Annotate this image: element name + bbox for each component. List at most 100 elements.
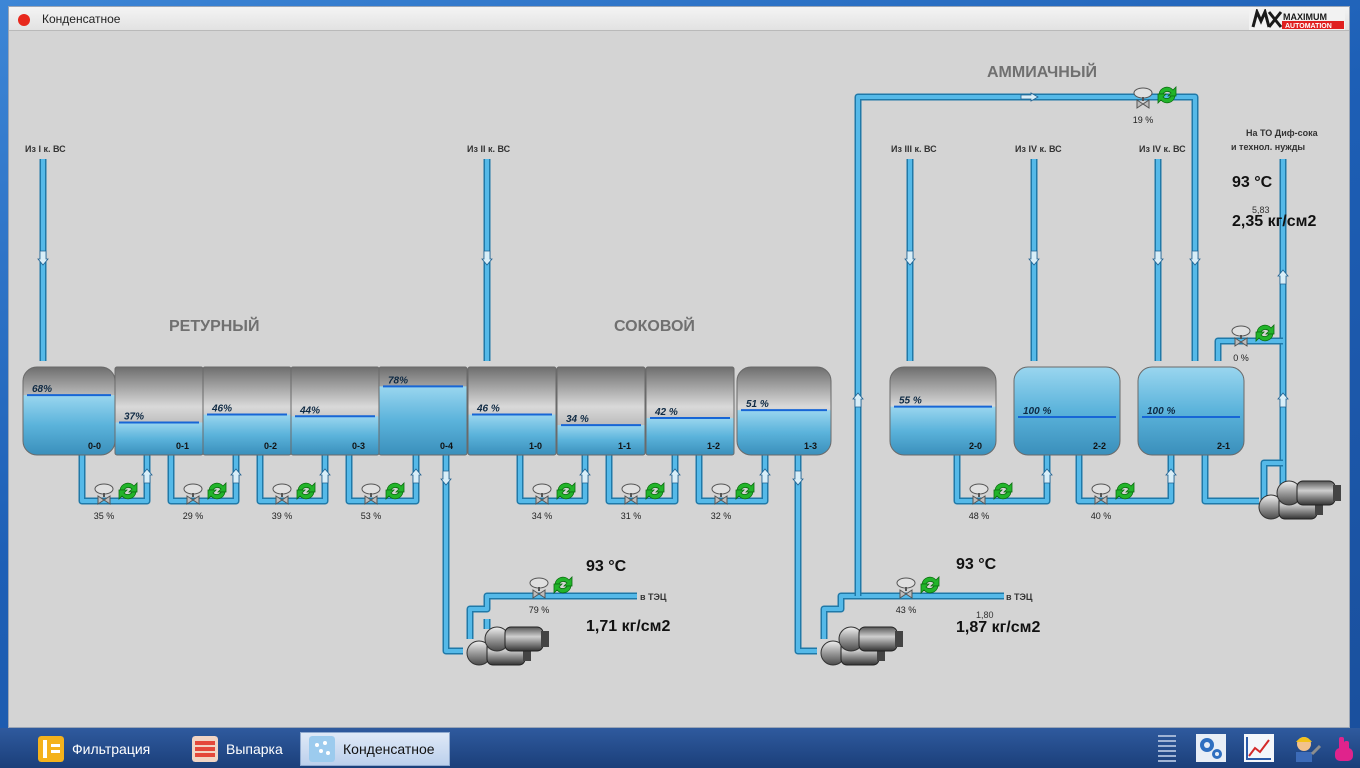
title-bar[interactable]: Конденсатное MAXIMUM AUTOMATION bbox=[9, 7, 1349, 31]
refresh-icon[interactable] bbox=[645, 482, 665, 500]
refresh-arrow-bottom bbox=[118, 489, 137, 500]
taskbar-item-condensate[interactable]: Конденсатное bbox=[300, 732, 450, 766]
inlet-label-2: Из II к. ВС bbox=[467, 144, 511, 154]
section-title-ammiachny: АММИАЧНЫЙ bbox=[987, 62, 1097, 81]
pipe-edge bbox=[1214, 337, 1283, 361]
logo-sub: AUTOMATION bbox=[1285, 23, 1332, 30]
pump-fan-cover bbox=[1315, 499, 1323, 515]
refresh-icon[interactable] bbox=[118, 482, 138, 500]
outlet-label-tec-b: в ТЭЦ bbox=[1006, 592, 1033, 602]
tank-0-3[interactable]: 44%0-3 bbox=[290, 366, 380, 456]
tank-2-2[interactable]: 100 %2-2 bbox=[1013, 366, 1121, 456]
pump-motor bbox=[1296, 480, 1336, 506]
valve-v13[interactable]: 0 % bbox=[1231, 324, 1275, 363]
tank-1-3[interactable]: 51 %1-3 bbox=[736, 366, 832, 456]
pump-motor bbox=[858, 626, 898, 652]
pipe-segment bbox=[468, 594, 637, 639]
refresh-arrow-bottom bbox=[553, 583, 572, 594]
flow-arrow-icon bbox=[792, 470, 804, 486]
engineer-icon[interactable] bbox=[1290, 732, 1322, 764]
actuator-icon bbox=[183, 483, 203, 495]
refresh-arrow-bottom bbox=[556, 489, 575, 500]
tank-0-1[interactable]: 37%0-1 bbox=[114, 366, 204, 456]
valve-v11[interactable]: 43 % bbox=[896, 576, 940, 615]
taskbar-item-label: Фильтрация bbox=[72, 741, 151, 757]
logo-brand: MAXIMUM bbox=[1283, 12, 1327, 22]
pump-a-2[interactable] bbox=[484, 626, 549, 652]
pump-b-2[interactable] bbox=[838, 626, 903, 652]
pipe-edge bbox=[1075, 455, 1175, 505]
pipe-segment bbox=[697, 455, 767, 503]
valve-v9[interactable]: 40 % bbox=[1091, 482, 1135, 521]
refresh-icon[interactable] bbox=[735, 482, 755, 500]
actuator-icon bbox=[361, 483, 381, 495]
pipe-segment bbox=[80, 455, 149, 503]
close-dot-icon[interactable] bbox=[18, 14, 30, 26]
tank-1-1[interactable]: 34 %1-1 bbox=[556, 366, 646, 456]
refresh-icon[interactable] bbox=[207, 482, 227, 500]
pump-c-2[interactable] bbox=[1276, 480, 1341, 506]
flow-arrow-icon bbox=[852, 392, 864, 408]
valve-body-icon bbox=[1136, 99, 1150, 109]
valve-body-icon bbox=[97, 495, 111, 505]
valve-v5[interactable]: 34 % bbox=[532, 482, 576, 521]
pipe-segment bbox=[1077, 455, 1173, 503]
tank-1-0[interactable]: 46 %1-0 bbox=[467, 366, 557, 456]
refresh-icon[interactable] bbox=[1115, 482, 1135, 500]
valve-v2[interactable]: 29 % bbox=[183, 482, 227, 521]
actuator-icon bbox=[532, 483, 552, 495]
flow-arrow-icon bbox=[1277, 269, 1289, 285]
scroll-grip-icon[interactable] bbox=[1158, 734, 1176, 764]
taskbar-item-filtration[interactable]: Фильтрация bbox=[30, 732, 180, 766]
tank-2-1[interactable]: 100 %2-1 bbox=[1137, 366, 1245, 456]
valve-v12[interactable]: 19 % bbox=[1133, 86, 1177, 125]
tank-0-2[interactable]: 46%0-2 bbox=[202, 366, 292, 456]
tank-outline bbox=[1137, 366, 1245, 456]
valve-opening-readout: 35 % bbox=[94, 511, 115, 521]
refresh-icon[interactable] bbox=[993, 482, 1013, 500]
taskbar-item-evaporation[interactable]: Выпарка bbox=[184, 732, 296, 766]
valve-v1[interactable]: 35 % bbox=[94, 482, 138, 521]
refresh-arrow-top bbox=[921, 576, 940, 587]
valve-v4[interactable]: 53 % bbox=[361, 482, 405, 521]
valve-body-icon bbox=[1094, 495, 1108, 505]
valve-v3[interactable]: 39 % bbox=[272, 482, 316, 521]
tank-water-fill bbox=[557, 425, 645, 455]
refresh-icon[interactable] bbox=[920, 576, 940, 594]
pipe-edge bbox=[345, 455, 420, 505]
trend-chart-icon[interactable] bbox=[1244, 734, 1274, 762]
tank-1-2[interactable]: 42 %1-2 bbox=[645, 366, 735, 456]
valve-stem bbox=[541, 493, 543, 497]
condensate-scheme: 68%0-037%0-146%0-244%0-378%0-446 %1-034 … bbox=[22, 62, 1341, 666]
tank-0-4[interactable]: 78%0-4 bbox=[378, 366, 468, 456]
refresh-arrow-bottom bbox=[1157, 93, 1176, 104]
refresh-arrow-top bbox=[554, 576, 573, 587]
refresh-icon[interactable] bbox=[556, 482, 576, 500]
flow-arrow-icon bbox=[579, 468, 591, 484]
valve-v10[interactable]: 79 % bbox=[529, 576, 573, 615]
pipe-edge bbox=[167, 455, 240, 505]
tank-water-fill bbox=[379, 386, 467, 455]
refresh-icon[interactable] bbox=[385, 482, 405, 500]
valve-v6[interactable]: 31 % bbox=[621, 482, 665, 521]
outlet-label-to-2: и технол. нужды bbox=[1231, 142, 1305, 152]
valve-body-icon bbox=[275, 495, 289, 505]
refresh-icon[interactable] bbox=[1157, 86, 1177, 104]
pump-fan-cover bbox=[877, 645, 885, 661]
taskbar-item-label: Выпарка bbox=[226, 741, 283, 757]
temp-reading-c: 93 °C bbox=[1232, 174, 1273, 191]
valve-v8[interactable]: 48 % bbox=[969, 482, 1013, 521]
user-hand-icon[interactable] bbox=[1333, 734, 1357, 764]
settings-gears-icon[interactable] bbox=[1196, 734, 1226, 762]
tank-2-0[interactable]: 55 %2-0 bbox=[889, 366, 997, 456]
temp-reading-b: 93 °C bbox=[956, 556, 997, 573]
refresh-icon[interactable] bbox=[296, 482, 316, 500]
tank-0-0[interactable]: 68%0-0 bbox=[22, 366, 116, 456]
refresh-icon[interactable] bbox=[553, 576, 573, 594]
valve-stem bbox=[103, 493, 105, 497]
valve-opening-readout: 43 % bbox=[896, 605, 917, 615]
tank-outline bbox=[556, 366, 646, 456]
actuator-icon bbox=[896, 577, 916, 589]
refresh-icon[interactable] bbox=[1255, 324, 1275, 342]
valve-v7[interactable]: 32 % bbox=[711, 482, 755, 521]
